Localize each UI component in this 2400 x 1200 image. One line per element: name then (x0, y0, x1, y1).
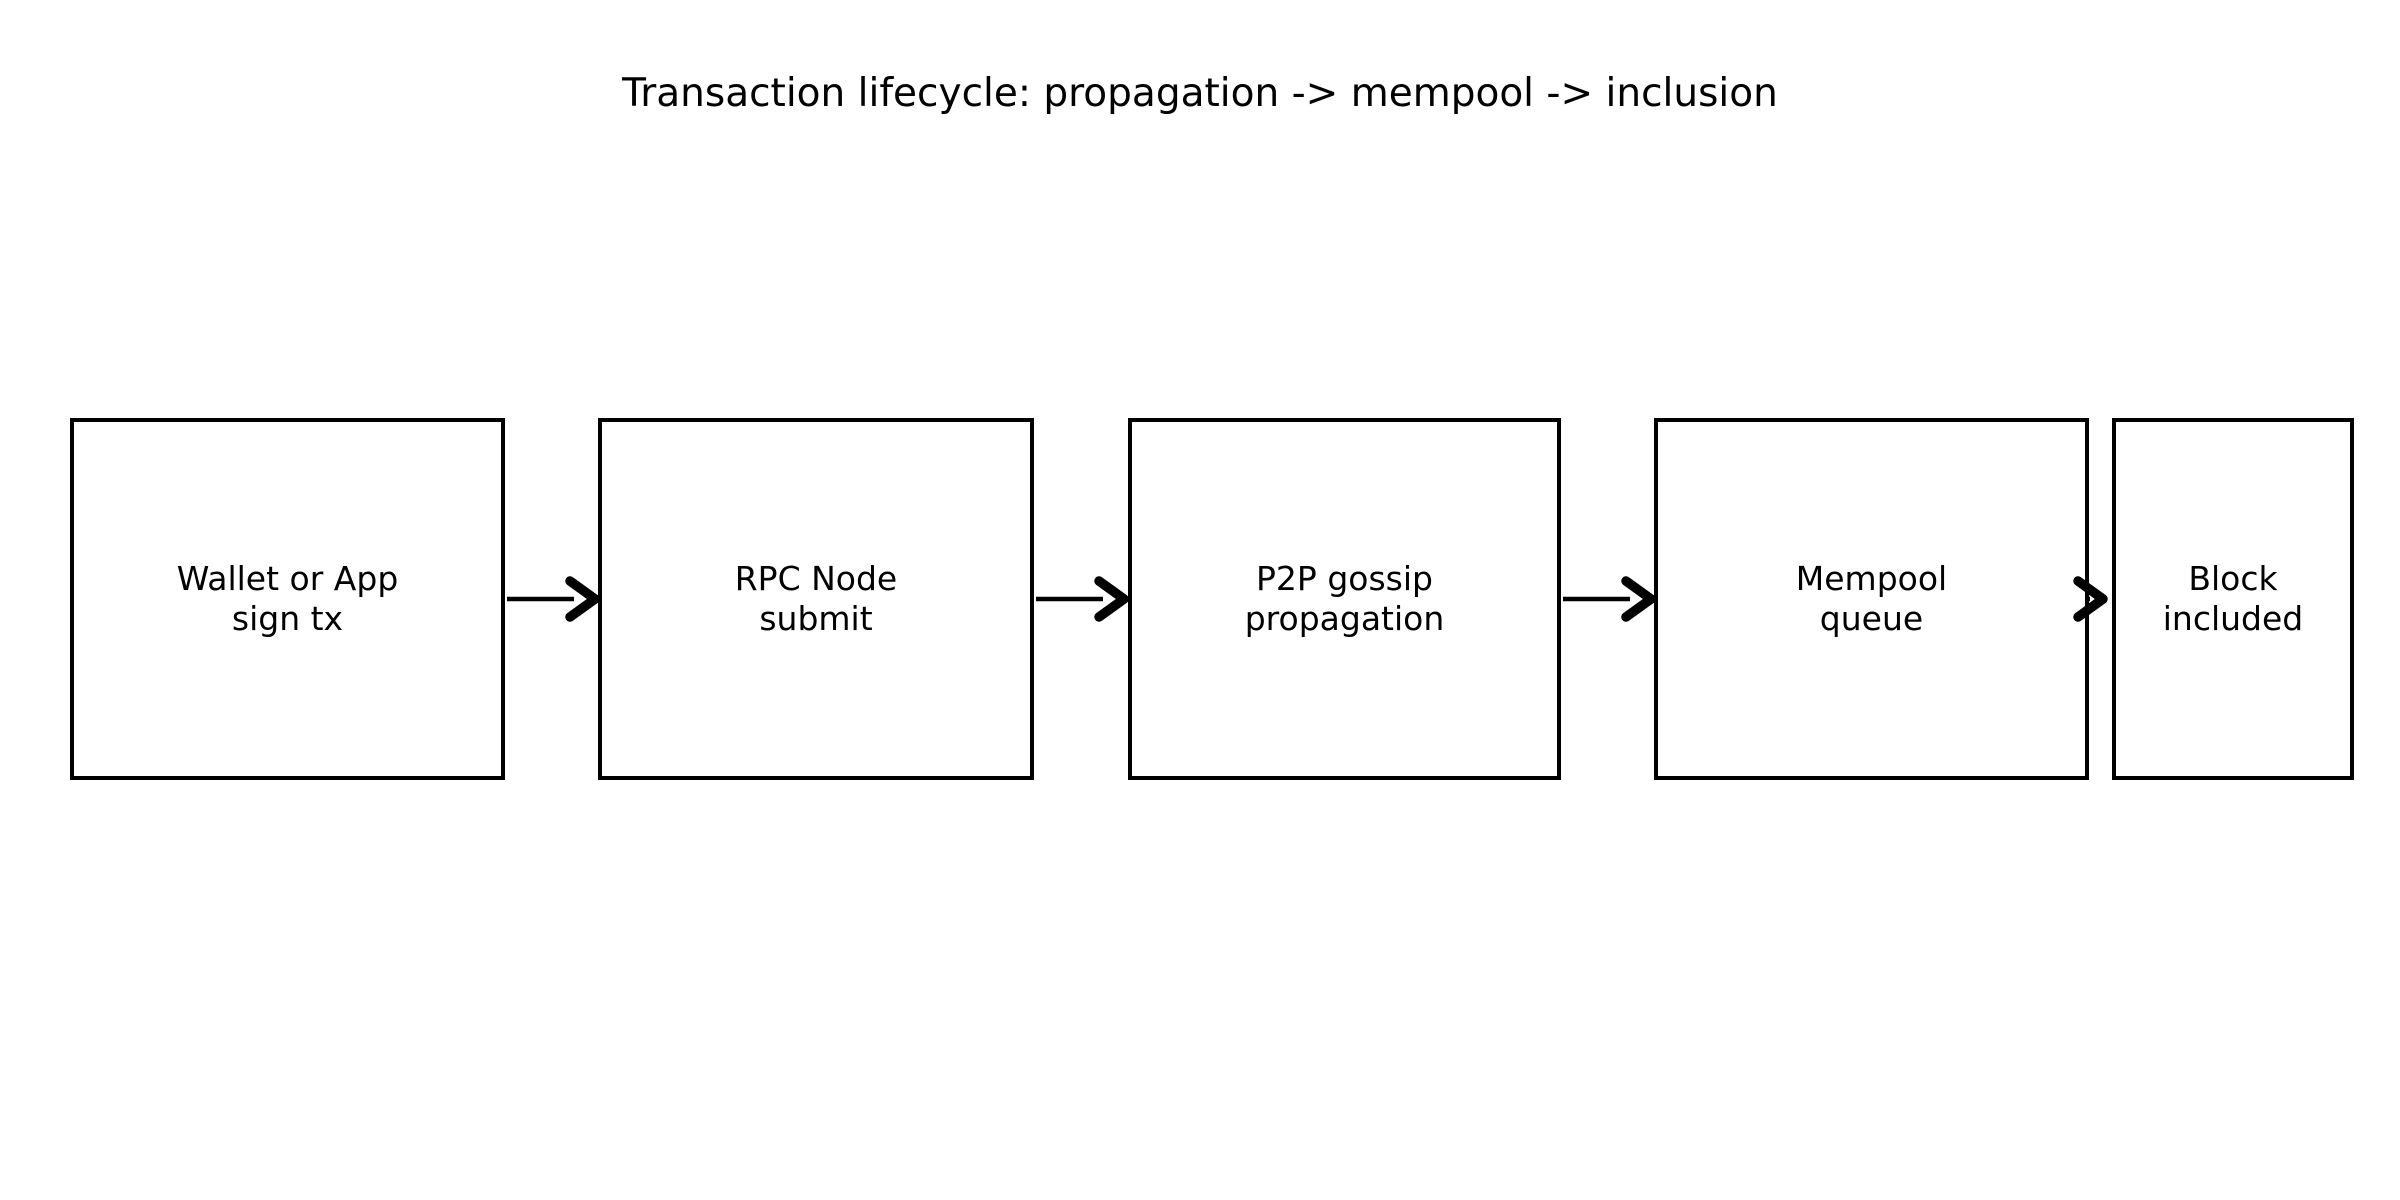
node-label-mempool-queue: Mempool queue (1795, 559, 1948, 638)
node-label-wallet-sign: Wallet or App sign tx (176, 559, 399, 638)
node-label-block-included: Block included (2162, 559, 2304, 638)
arrow-wallet-to-rpc-icon (507, 576, 600, 622)
flow-node-wallet-sign: Wallet or App sign tx (70, 418, 505, 780)
flow-node-mempool-queue: Mempool queue (1654, 418, 2089, 780)
flow-node-block-included: Block included (2112, 418, 2354, 780)
flow-node-rpc-submit: RPC Node submit (598, 418, 1034, 780)
node-label-p2p-gossip: P2P gossip propagation (1244, 559, 1445, 638)
node-label-rpc-submit: RPC Node submit (734, 559, 898, 638)
flow-node-p2p-gossip: P2P gossip propagation (1128, 418, 1561, 780)
arrow-rpc-to-p2p-icon (1036, 576, 1129, 622)
arrow-p2p-to-mempool-icon (1563, 576, 1656, 622)
diagram-title: Transaction lifecycle: propagation -> me… (622, 71, 1778, 116)
